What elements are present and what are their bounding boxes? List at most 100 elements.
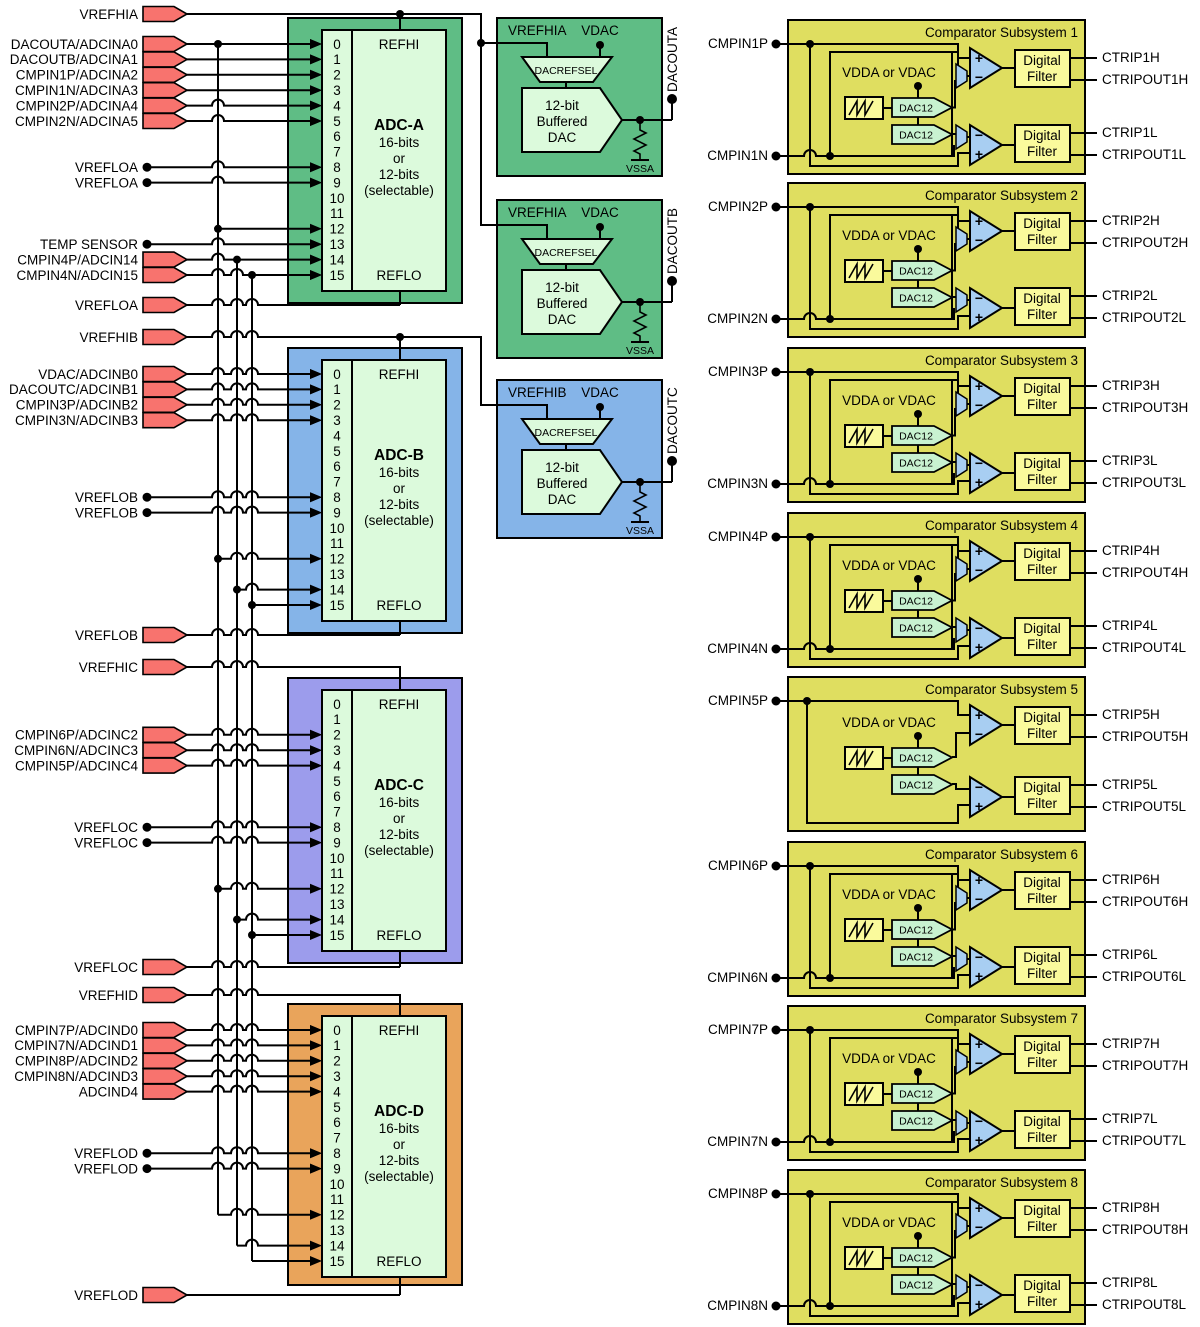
arrowhead-icon — [310, 492, 322, 503]
vrefhib-net — [187, 330, 548, 419]
cmpin-p-branch — [809, 44, 970, 167]
adc-inner-panel — [321, 29, 447, 292]
pin-terminal-dot — [771, 696, 781, 706]
wire — [952, 544, 959, 562]
pin-arrow — [142, 1286, 189, 1304]
filter-label: Filter — [1027, 307, 1058, 322]
junction-dot — [477, 39, 485, 47]
cmpin-n-wire — [776, 149, 830, 157]
dac12-label: DAC12 — [899, 1280, 933, 1292]
dac-body-label: 12-bit — [545, 98, 579, 113]
dacout-label: DACOUTA — [665, 27, 680, 92]
vdda-label: VDDA or VDAC — [842, 715, 936, 730]
dac12-label: DAC12 — [899, 1253, 933, 1265]
arrowhead-icon — [310, 415, 322, 426]
channel-number: 11 — [330, 206, 344, 221]
arrowhead-icon — [310, 162, 322, 173]
channel-number: 14 — [329, 252, 345, 267]
pin-label: CMPIN8P/ADCIND2 — [15, 1054, 138, 1069]
channel-number: 15 — [329, 268, 344, 283]
digital-filter — [1014, 706, 1071, 745]
comparator-triangle — [969, 775, 1004, 819]
pin-wire — [147, 1161, 310, 1170]
filter-label: Filter — [1027, 1219, 1058, 1234]
pin-arrow — [142, 1067, 189, 1085]
arrowhead-icon — [310, 1240, 322, 1251]
dac12-block — [891, 1110, 954, 1131]
output-label: CTRIPOUT7H — [1102, 1058, 1188, 1073]
output-label: CTRIP2H — [1102, 213, 1160, 228]
ramp-icon — [848, 425, 874, 447]
wire — [952, 51, 959, 69]
channel-number: 6 — [333, 1115, 341, 1130]
pin-arrow — [142, 958, 189, 976]
pin-label: VREFLOC — [74, 820, 138, 835]
ramp-generator — [844, 1082, 884, 1106]
cmpin-p-branch — [809, 1194, 970, 1317]
adc-subtitle: 16-bits — [379, 465, 420, 480]
cmpin-label: CMPIN2N — [707, 311, 768, 326]
pin-wire — [147, 835, 310, 844]
dac12-label: DAC12 — [899, 780, 933, 792]
resistor-icon — [632, 120, 648, 160]
comparator-triangle — [969, 46, 1004, 90]
pin-arrow — [142, 396, 189, 414]
pin-arrow — [142, 51, 189, 68]
pin-terminal-dot — [771, 367, 781, 377]
channel-number: 0 — [333, 367, 341, 382]
comparator-triangle — [969, 868, 1004, 912]
channel-number: 5 — [333, 774, 341, 789]
pin-terminal-dot — [142, 838, 152, 848]
filter-label: Digital — [1023, 780, 1061, 795]
output-label: CTRIP4L — [1102, 618, 1158, 633]
ramp-icon — [848, 590, 874, 612]
vdda-label: VDDA or VDAC — [842, 887, 936, 902]
vdda-label: VDDA or VDAC — [842, 65, 936, 80]
pin-arrow — [142, 626, 189, 644]
filter-label: Filter — [1027, 232, 1058, 247]
digital-filter — [1014, 1035, 1071, 1074]
comparator-triangle — [969, 286, 1004, 330]
pin-terminal-dot — [771, 644, 781, 654]
comparator-sign: − — [975, 949, 983, 965]
output-label: CTRIPOUT6H — [1102, 894, 1188, 909]
filter-label: Digital — [1023, 875, 1061, 890]
arrowhead-icon — [310, 930, 322, 940]
pin-label: CMPIN7N/ADCIND1 — [14, 1038, 138, 1053]
comparator-triangle — [969, 1196, 1004, 1240]
output-label: CTRIPOUT4L — [1102, 640, 1187, 655]
pin-terminal-dot — [142, 1148, 152, 1158]
dac-ref-label: VREFHIA — [508, 23, 567, 38]
wire — [952, 732, 970, 758]
dac12-block — [891, 1274, 954, 1295]
comparator-triangle — [969, 703, 1004, 747]
dac12-block — [891, 124, 954, 145]
wire — [952, 145, 955, 157]
pin-terminal-dot — [142, 162, 152, 172]
junction-dot — [806, 203, 814, 211]
dac12-block — [891, 747, 954, 768]
channel-number: 12 — [329, 222, 344, 237]
arrowhead-icon — [310, 914, 322, 925]
pin-arrow — [142, 1021, 189, 1039]
cmpin-label: CMPIN3P — [708, 364, 768, 379]
wire — [952, 1131, 955, 1143]
dac12-block — [891, 1083, 954, 1104]
channel-number: 3 — [333, 413, 341, 428]
pin-label: CMPIN6N/ADCINC3 — [14, 743, 138, 758]
dac12-block — [891, 260, 954, 281]
junction-dot — [806, 862, 814, 870]
vssa-label: VSSA — [626, 163, 654, 175]
dac12-block — [891, 590, 954, 611]
channel-number: 12 — [329, 1208, 344, 1223]
pin-label: DACOUTA/ADCINA0 — [11, 37, 138, 52]
comparator-sign: − — [975, 726, 983, 742]
pin-wire — [185, 397, 310, 406]
cmpin-n-wire — [776, 1135, 830, 1143]
pin-arrow — [142, 66, 189, 84]
dac12-label: DAC12 — [899, 103, 933, 115]
pin-wire — [185, 98, 310, 107]
arrowhead-icon — [310, 584, 322, 595]
dac12-label: DAC12 — [899, 293, 933, 305]
filter-label: Filter — [1027, 69, 1058, 84]
